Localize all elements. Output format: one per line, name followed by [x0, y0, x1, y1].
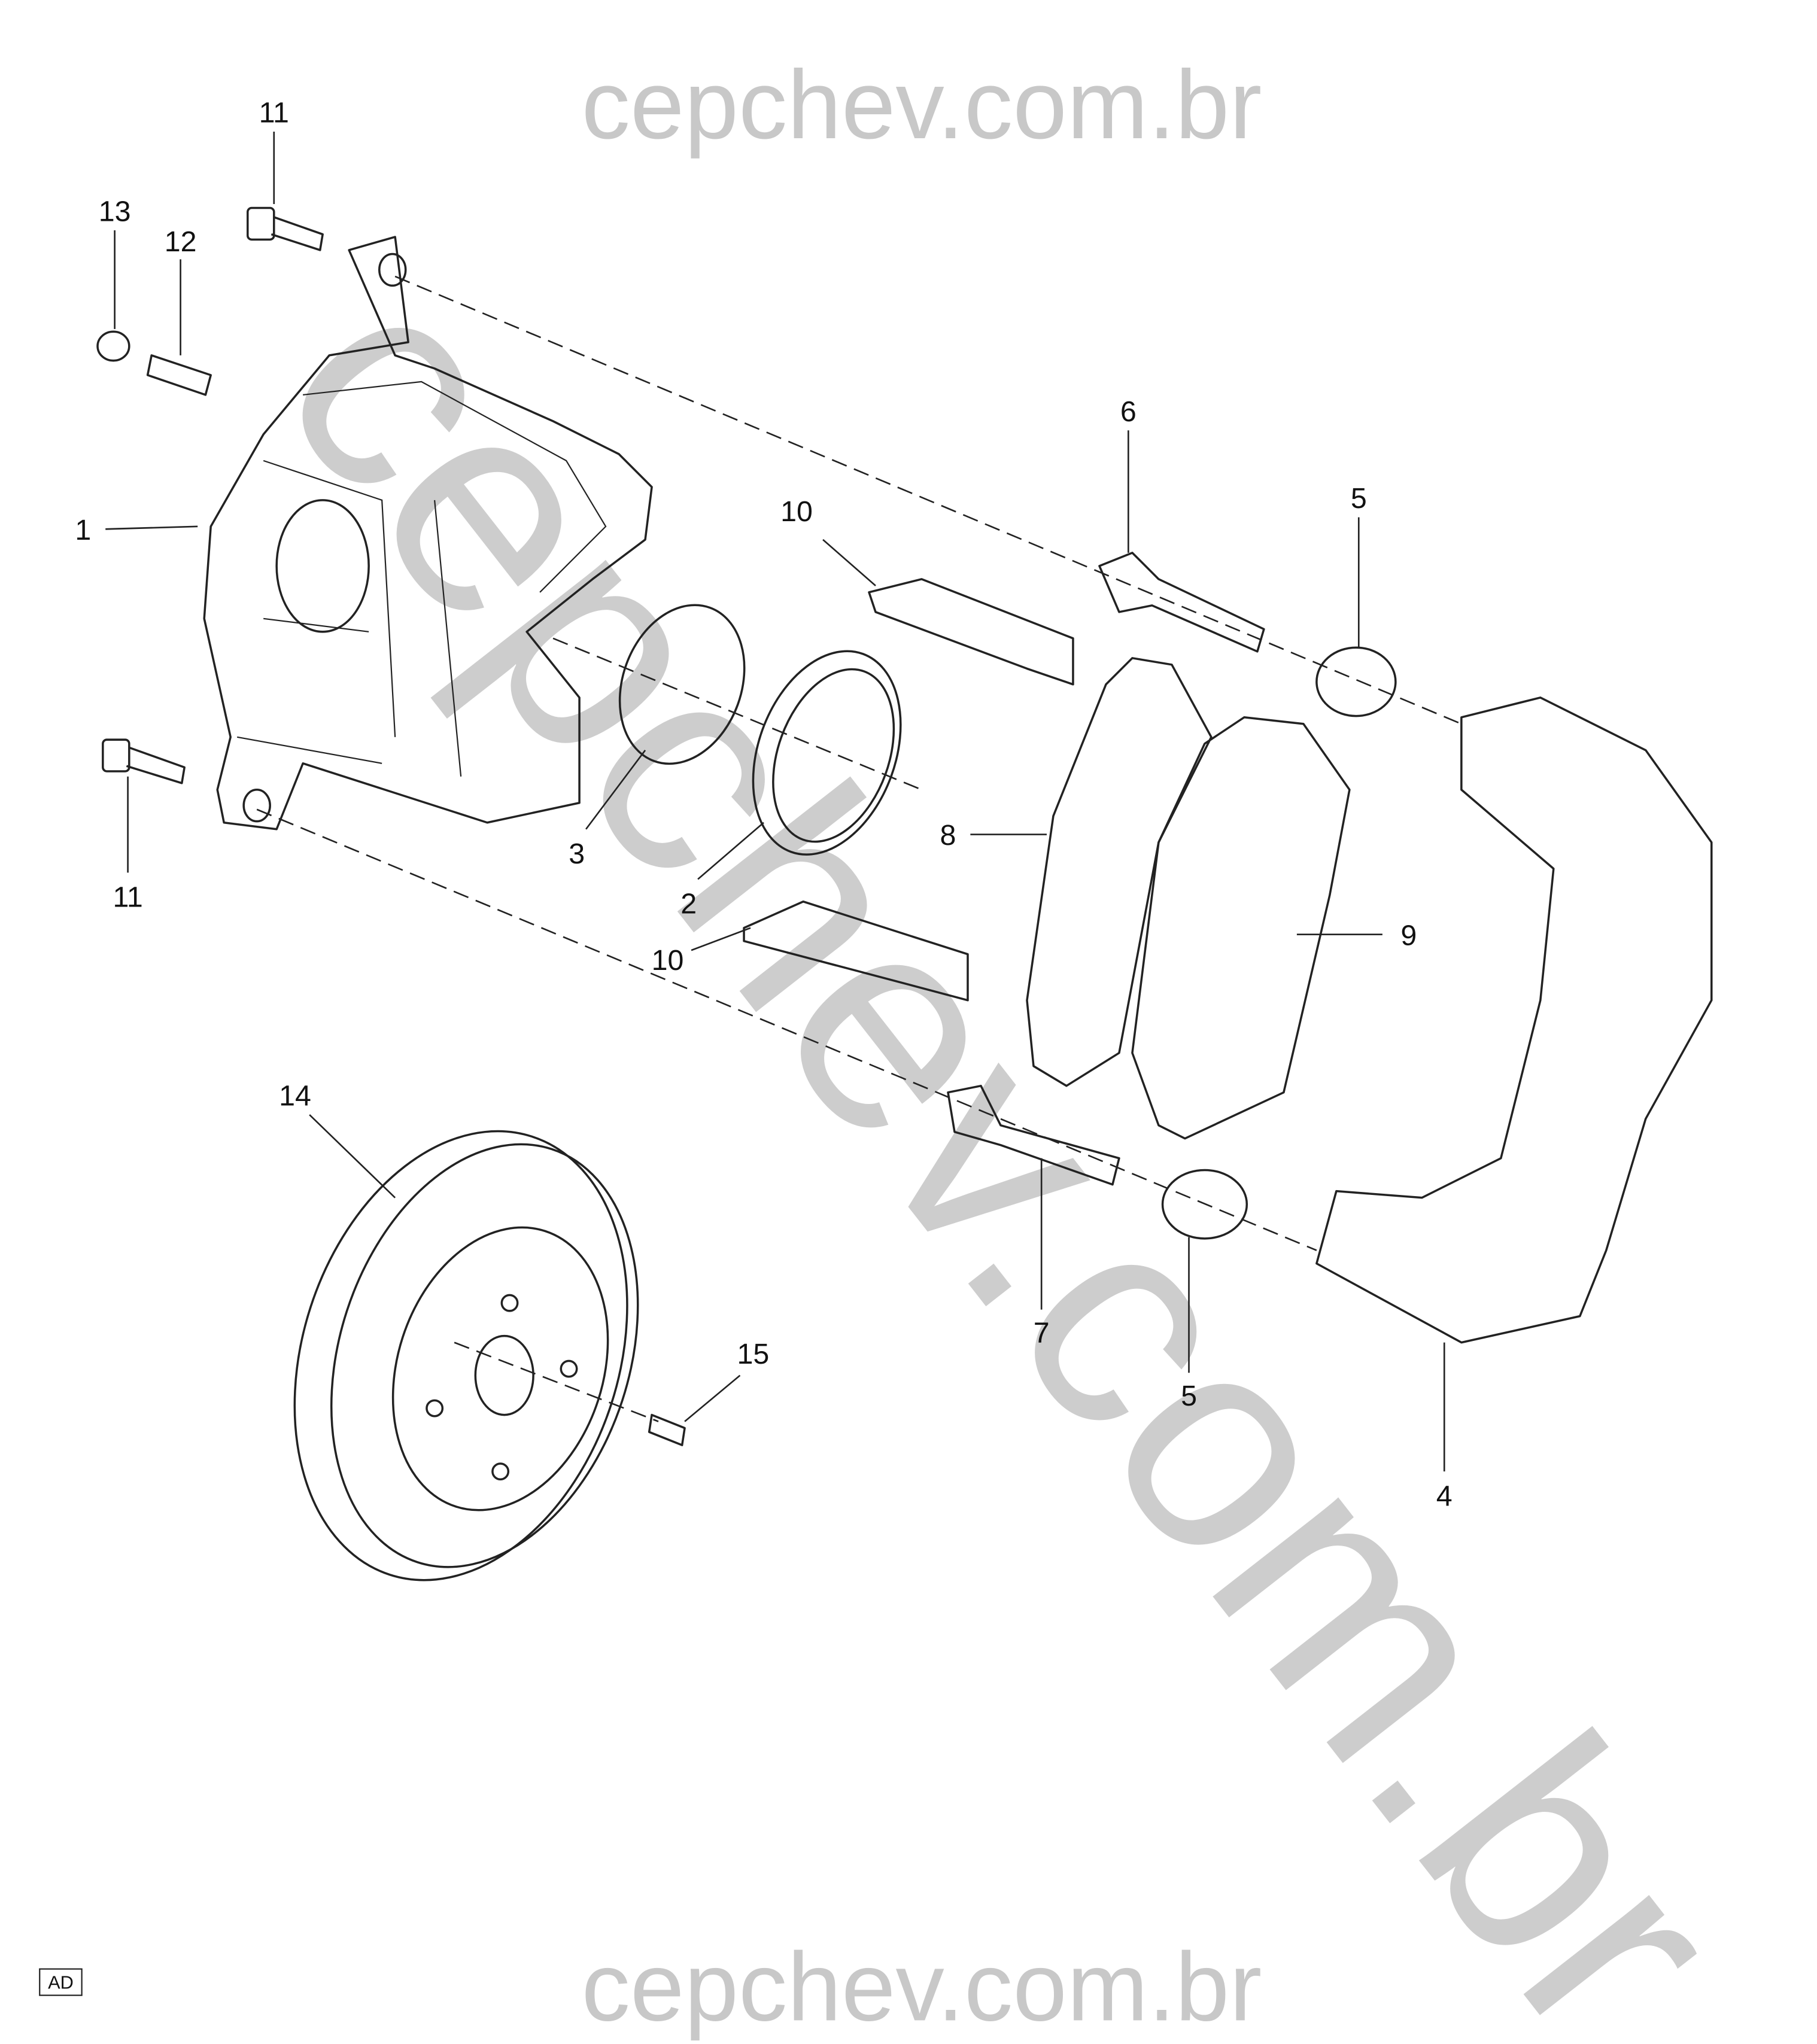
axis-disc — [454, 1342, 659, 1422]
callout-3: 3 — [569, 838, 585, 870]
callout-10-upper: 10 — [780, 495, 813, 528]
axis-upper — [394, 275, 1462, 725]
caliper-bracket — [1315, 696, 1713, 1344]
callout-12: 12 — [165, 226, 197, 258]
watermark-top: cepchev.com.br — [582, 51, 1262, 159]
callout-9: 9 — [1400, 919, 1417, 951]
watermark-bottom: cepchev.com.br — [582, 1933, 1262, 2041]
bolt-lower — [102, 738, 186, 784]
callout-15: 15 — [737, 1338, 770, 1370]
callout-2: 2 — [680, 888, 697, 920]
watermark-diagonal: cepchev.com.br — [218, 223, 1788, 2044]
callout-11-lower: 11 — [113, 881, 143, 914]
callout-8: 8 — [940, 819, 956, 851]
inner-brake-pad — [1026, 657, 1213, 1087]
callout-1: 1 — [75, 514, 91, 546]
callout-7: 7 — [1034, 1317, 1050, 1349]
axis-piston — [552, 637, 922, 790]
pad-clip-upper — [868, 578, 1074, 686]
guide-pin-lower — [947, 1084, 1120, 1186]
disc-screw — [648, 1413, 686, 1446]
pin-boot-lower — [1161, 1169, 1248, 1240]
callout-5-lower: 5 — [1181, 1380, 1197, 1412]
corner-badge-box — [39, 1968, 83, 1996]
callout-6: 6 — [1120, 396, 1137, 428]
guide-pin-upper — [1098, 552, 1265, 653]
callout-5-upper: 5 — [1351, 482, 1367, 515]
corner-badge: AD — [48, 1972, 74, 1993]
leader-lines — [105, 131, 1445, 1472]
bolt-upper — [247, 206, 324, 251]
callout-10-lower: 10 — [652, 944, 684, 977]
callout-4: 4 — [1436, 1480, 1453, 1512]
bleeder-valve — [146, 354, 212, 396]
callout-13: 13 — [99, 196, 131, 228]
brake-disc — [293, 1130, 639, 1581]
pad-clip-lower — [743, 900, 969, 1002]
caliper-housing — [203, 236, 653, 831]
outer-brake-pad — [1131, 716, 1351, 1140]
callout-11-upper: 11 — [259, 97, 289, 129]
pin-boot-upper — [1315, 646, 1397, 717]
axis-lower — [256, 808, 1317, 1251]
bleeder-cap — [96, 330, 130, 362]
callout-14: 14 — [279, 1080, 311, 1112]
piston-seal — [618, 604, 746, 765]
piston-boot — [752, 650, 902, 856]
